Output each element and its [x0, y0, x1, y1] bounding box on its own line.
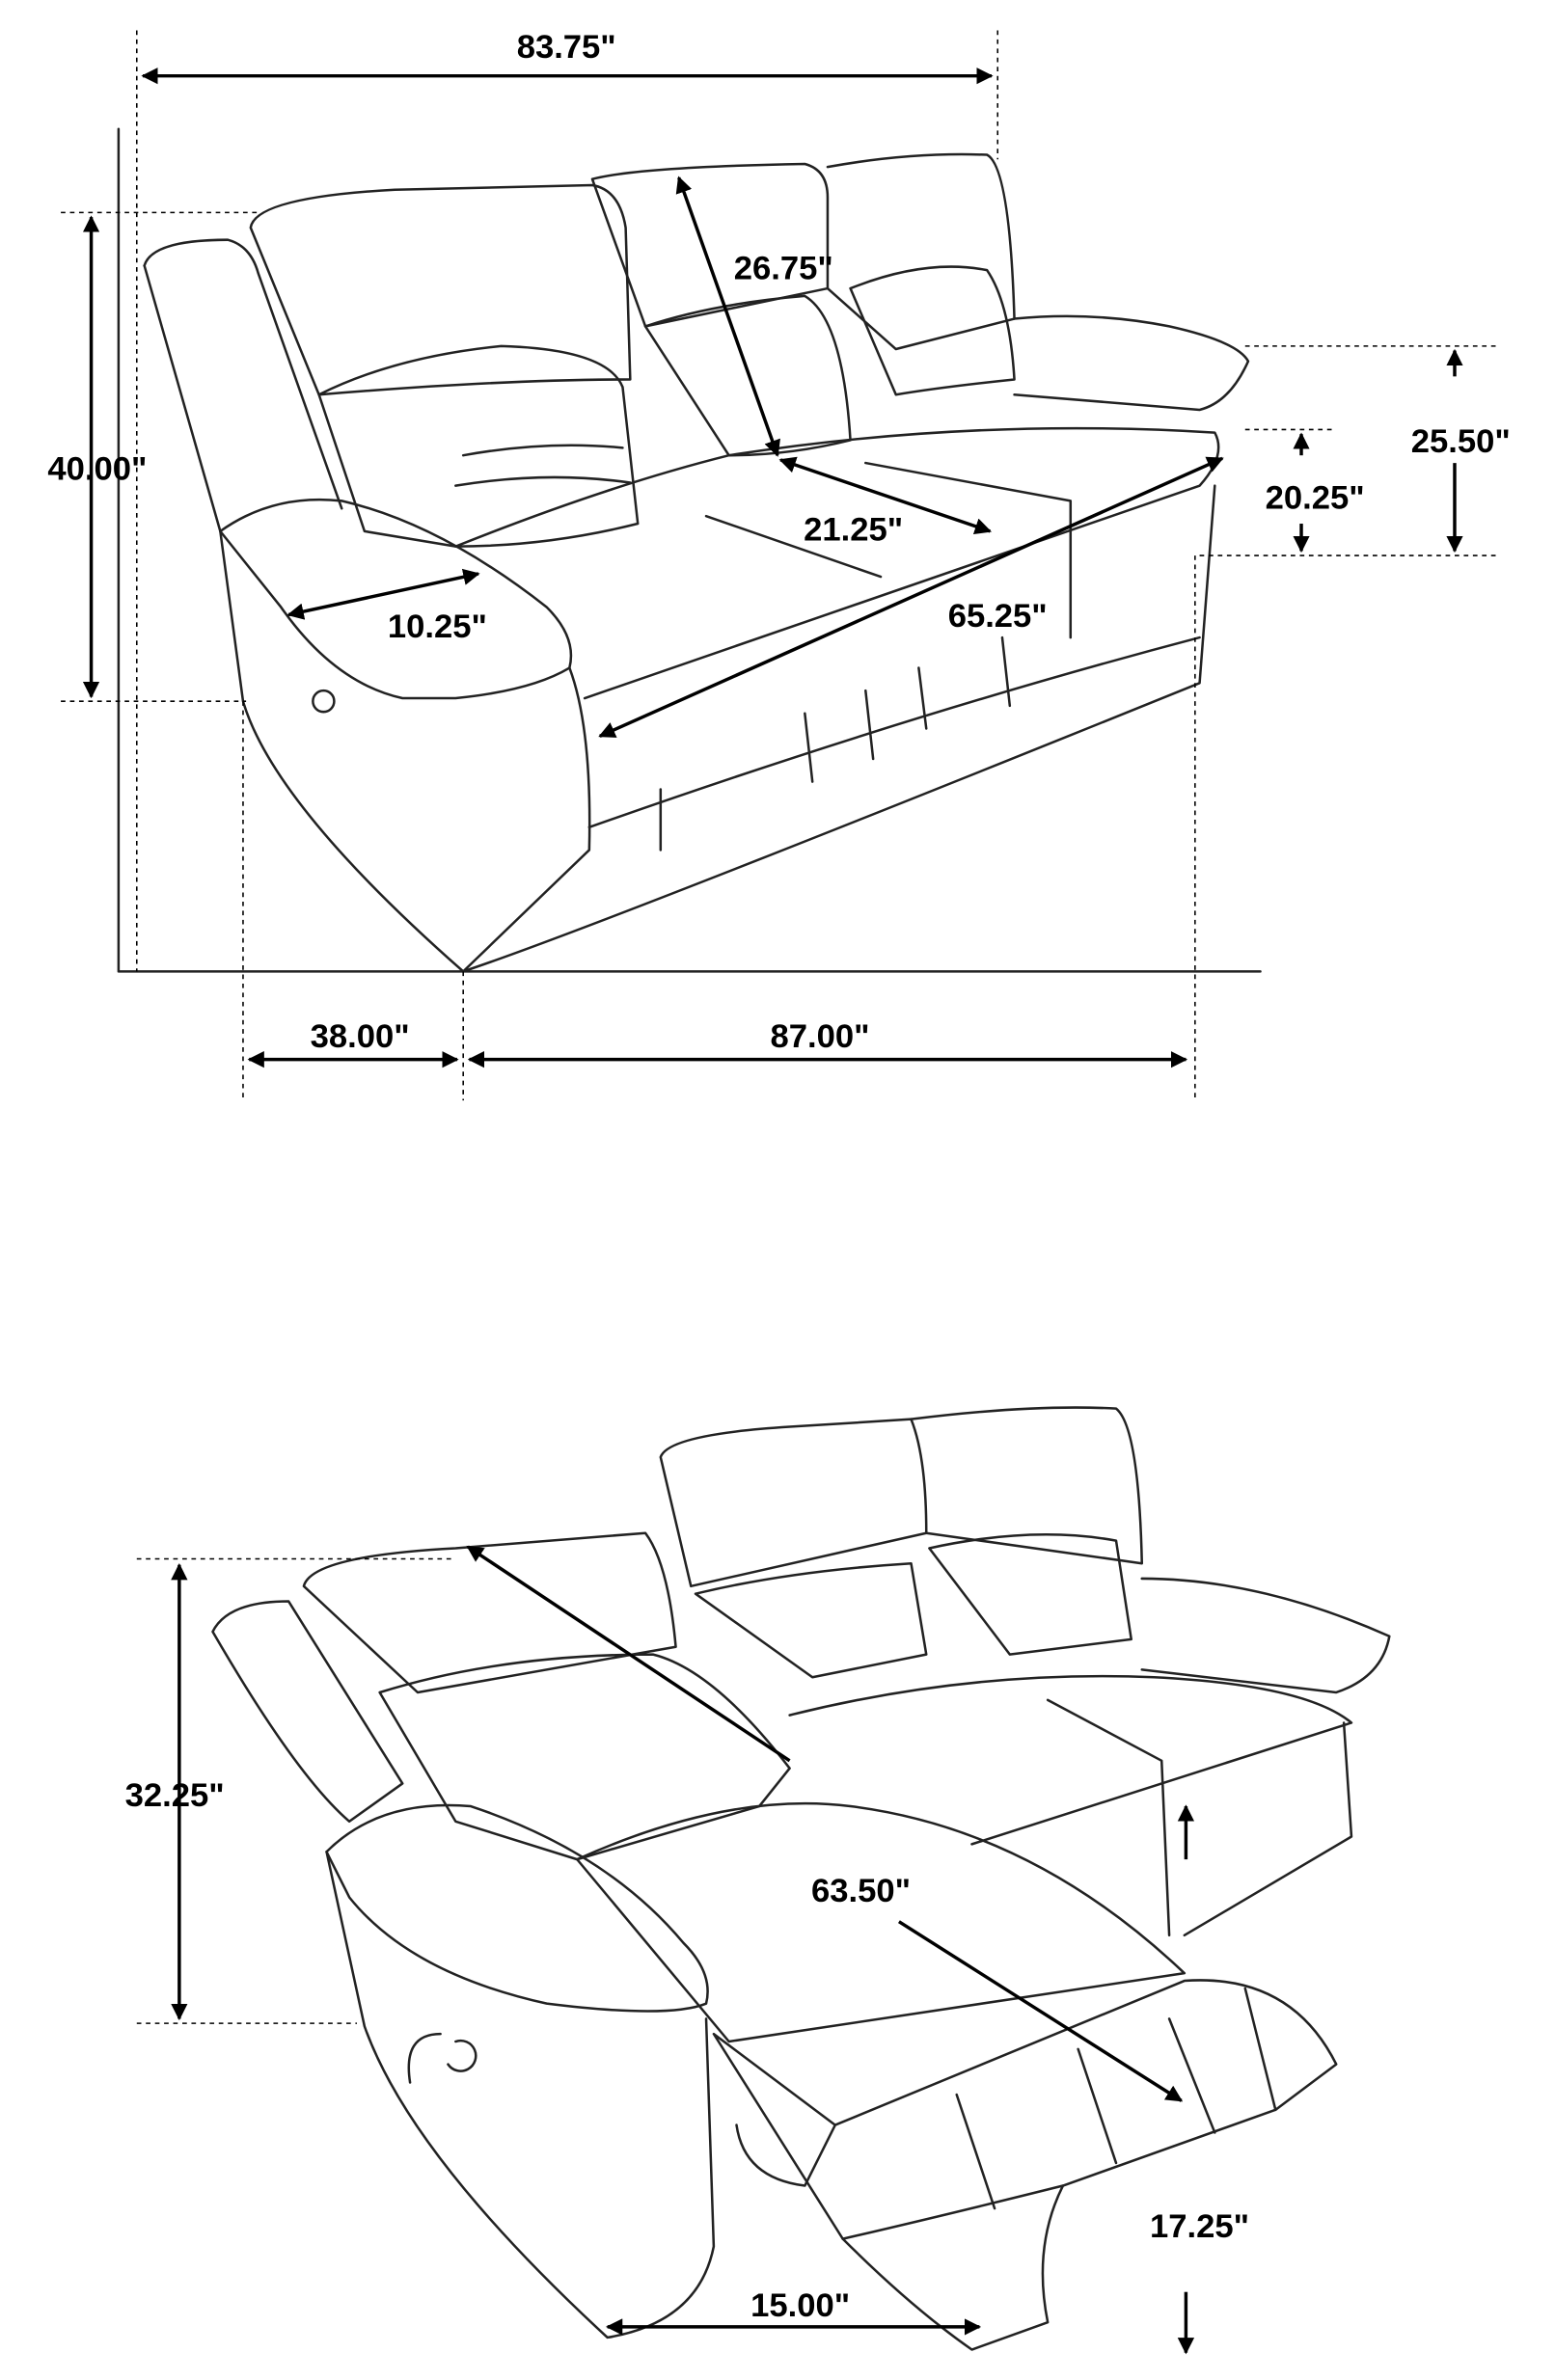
- label-wall-clearance: 15.00": [750, 2287, 850, 2324]
- label-reclined-depth: 63.50": [811, 1873, 911, 1909]
- label-reclined-height: 32.25": [125, 1777, 225, 1814]
- label-depth: 38.00": [311, 1018, 410, 1055]
- label-footrest-height: 17.25": [1150, 2208, 1249, 2245]
- label-length: 87.00": [771, 1018, 870, 1055]
- reclined-depth-arrow-2: [897, 1920, 1184, 2102]
- label-arm-height: 25.50": [1411, 423, 1511, 460]
- back-height-arrow: [675, 176, 780, 457]
- seat-width-arrow: [598, 456, 1224, 738]
- dimension-lines-upright: 83.75" 40.00" 26.75" 21.25" 10.25" 65.25…: [47, 29, 1511, 1101]
- reclined-depth-arrow-1: [466, 1545, 791, 1763]
- arm-width-arrow: [286, 568, 480, 620]
- dimension-lines-reclined: 32.25" 63.50" 17.25" 15.00": [125, 1545, 1249, 2355]
- label-seat-depth: 21.25": [804, 511, 903, 548]
- label-seat-width: 65.25": [948, 598, 1048, 635]
- label-seat-height: 20.25": [1266, 479, 1365, 516]
- label-arm-width: 10.25": [388, 609, 487, 645]
- sofa-upright-drawing: [117, 127, 1262, 973]
- label-back-height: 26.75": [734, 251, 833, 287]
- label-overall-height: 40.00": [47, 450, 147, 487]
- label-overall-width: 83.75": [517, 29, 616, 66]
- sofa-reclined-drawing: [211, 1406, 1391, 2351]
